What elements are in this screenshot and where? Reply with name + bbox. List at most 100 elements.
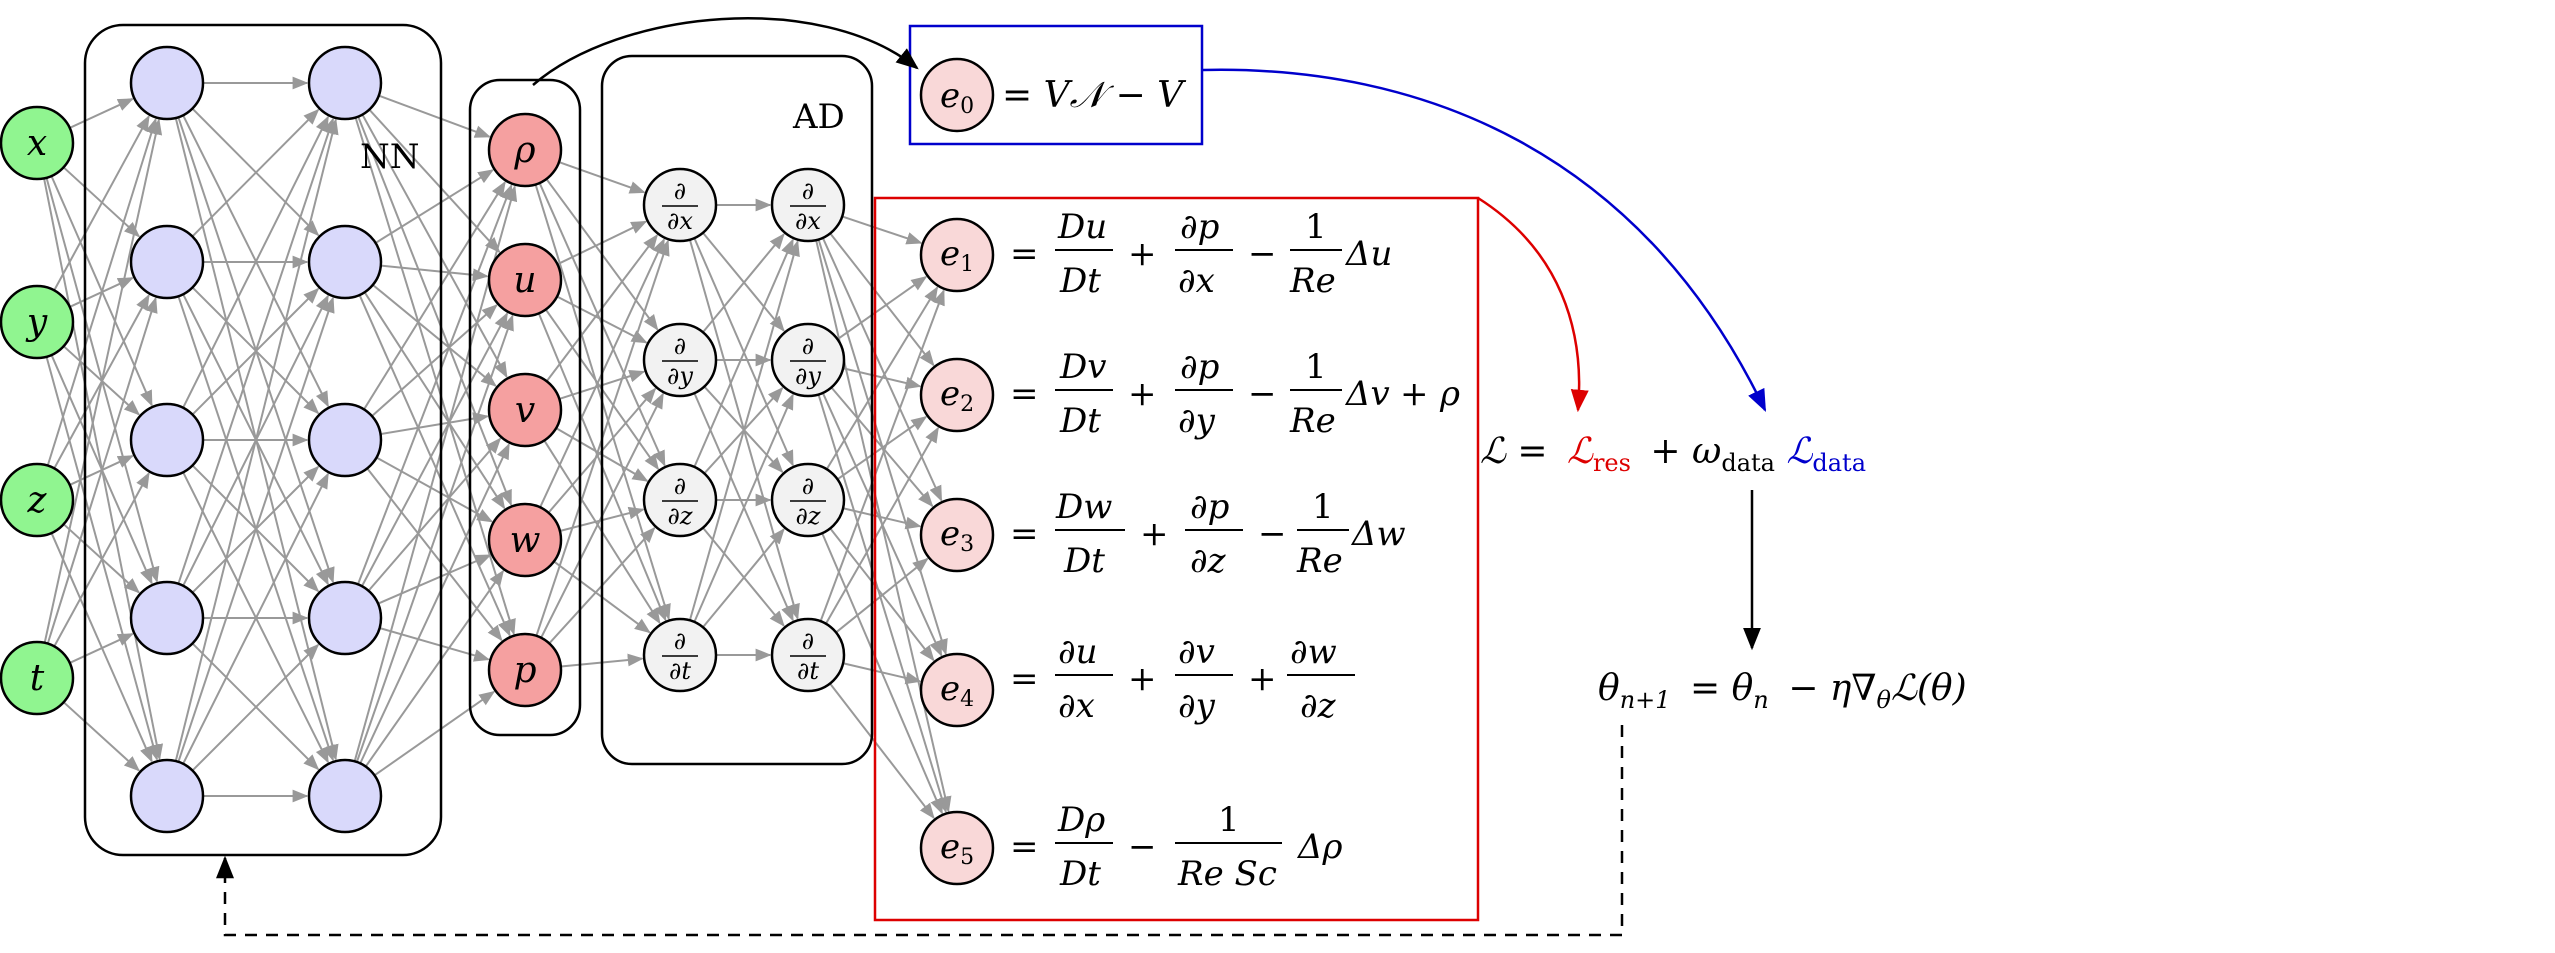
input-node-x [0, 105, 75, 181]
hidden-node-l2-2 [307, 402, 383, 478]
residual-label-2: e2 [940, 374, 974, 417]
svg-text:=: = [1010, 827, 1039, 867]
update-theta: θ [1598, 668, 1620, 709]
update-n1: n+1 [1620, 686, 1671, 714]
edge [842, 507, 922, 530]
svg-text:ℒ = ℒres + ωdata: ℒ = ℒres + ωdata ℒdata [1480, 431, 1866, 480]
ad-node-1-2 [770, 462, 846, 538]
svg-text:1: 1 [1305, 207, 1327, 247]
ad-node-0-2 [642, 462, 718, 538]
edge [842, 662, 922, 685]
loss-expression: ℒ = ℒres + ωdata ℒdata [1480, 431, 1866, 480]
residual-label-5: e5 [940, 827, 974, 870]
output-node-0 [487, 112, 563, 188]
svg-text:−: − [1248, 374, 1277, 414]
output-node-1 [487, 242, 563, 318]
residual-box [873, 196, 1480, 922]
residual-node-3 [919, 497, 995, 573]
loss-plus-omega: + ω [1650, 431, 1721, 472]
edge [378, 94, 491, 138]
update-tail: − η∇ [1788, 668, 1876, 709]
svg-text:+: + [1248, 659, 1277, 699]
ad-den: ∂x [667, 207, 693, 235]
svg-text:ρ: ρ [1439, 374, 1460, 414]
svg-text:=: = [1010, 234, 1039, 274]
ad-num: ∂ [802, 627, 814, 655]
edge [363, 180, 506, 410]
ad-node-1-0 [770, 167, 846, 243]
edge [191, 108, 320, 238]
svg-text:1: 1 [1305, 347, 1327, 387]
nn-box [83, 23, 443, 857]
svg-text:Δρ: Δρ [1296, 827, 1343, 867]
e0-box [908, 24, 1204, 146]
svg-text:+: + [1128, 659, 1157, 699]
loss-res: ℒ [1567, 431, 1594, 472]
svg-text:Δw: Δw [1350, 514, 1406, 554]
input-node-z [0, 462, 75, 538]
output-label-0: ρ [513, 130, 535, 171]
edge [62, 701, 141, 772]
residual-label-3: e3 [940, 514, 974, 557]
svg-text:=: = [1010, 514, 1039, 554]
edge [825, 426, 939, 625]
ad-num: ∂ [674, 472, 686, 500]
edge [69, 98, 134, 129]
residual-node-5 [919, 810, 995, 886]
edge [182, 115, 329, 409]
svg-text:1: 1 [1312, 487, 1334, 527]
residual-node-2 [919, 357, 995, 433]
svg-text:−: − [1258, 514, 1287, 554]
svg-text:=: = [1010, 659, 1039, 699]
svg-text:∂z: ∂z [1190, 541, 1227, 581]
ad-node-0-3 [642, 617, 718, 693]
input-node-t [0, 640, 75, 716]
edge [46, 296, 158, 644]
ad-node-1-1 [770, 322, 846, 398]
edge [817, 394, 948, 814]
hidden-node-l2-0 [307, 45, 383, 121]
svg-text:Re Sc: Re Sc [1177, 854, 1277, 894]
edge [46, 117, 158, 466]
edge [53, 471, 150, 647]
ad-num: ∂ [674, 332, 686, 360]
e0-label: e [940, 76, 960, 116]
svg-text:∂x: ∂x [1058, 686, 1095, 726]
loss-lhs: ℒ = [1480, 431, 1548, 472]
e0-equation: e0 = V𝒩 − V [919, 57, 1187, 133]
svg-text:+: + [1140, 514, 1169, 554]
e0-to-loss-arrow [1202, 68, 1767, 413]
hidden-node-l1-0 [129, 45, 205, 121]
edge [375, 169, 495, 244]
svg-text:−: − [1248, 234, 1277, 274]
update-eq: = θ [1690, 668, 1754, 709]
ad-box [600, 54, 874, 766]
ad-num: ∂ [674, 627, 686, 655]
hidden-node-l2-1 [307, 224, 383, 300]
residuals-to-loss-arrow [1477, 196, 1589, 413]
svg-text:Dt: Dt [1063, 541, 1105, 581]
update-n: n [1753, 686, 1768, 714]
edge [836, 275, 928, 341]
ad-num: ∂ [802, 332, 814, 360]
edge [191, 643, 320, 772]
edge [693, 238, 794, 468]
svg-text:∂p: ∂p [1180, 207, 1219, 247]
svg-text:Dv: Dv [1059, 347, 1106, 387]
ad-node-0-0 [642, 167, 718, 243]
output-label-4: p [513, 650, 536, 691]
edge [368, 108, 501, 254]
svg-text:e0: e0 [940, 76, 974, 119]
edge [174, 118, 339, 762]
svg-text:∂p: ∂p [1190, 487, 1229, 527]
ad-num: ∂ [802, 472, 814, 500]
edge [177, 117, 335, 585]
input-label-t: t [30, 658, 45, 699]
loss-omega-sub: data [1721, 449, 1775, 477]
edge [354, 117, 516, 636]
